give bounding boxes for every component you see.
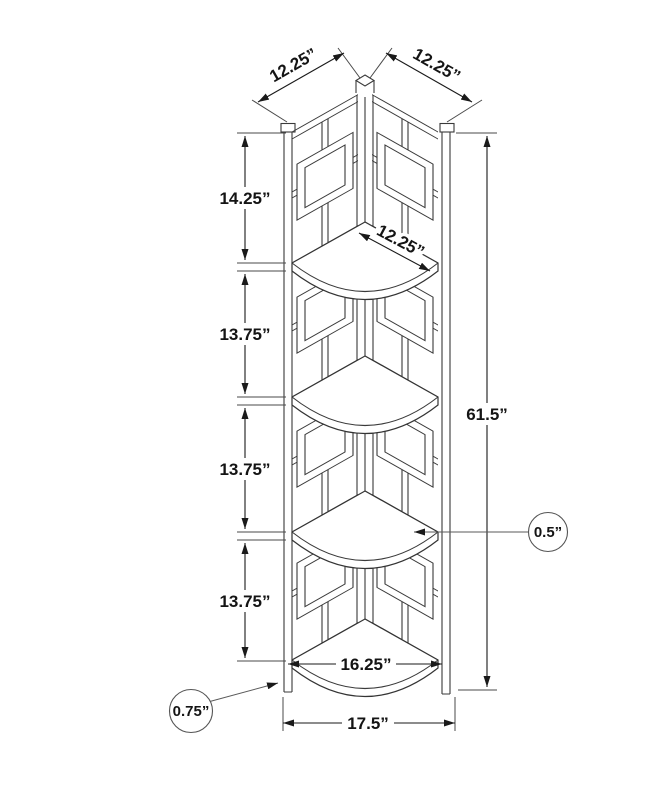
corner-post-cap xyxy=(354,74,376,87)
dim-label-base-width: 17.5” xyxy=(347,714,389,733)
dim-label-shelf-width: 16.25” xyxy=(340,655,391,674)
left-front-post xyxy=(280,122,296,693)
shelf-3 xyxy=(291,490,439,570)
callout-shelf-thickness: 0.5” xyxy=(414,511,569,553)
thickness-callout-circle xyxy=(527,511,569,553)
dim-label-thickness: 0.5” xyxy=(534,524,562,541)
dim-label-section-2: 13.75” xyxy=(219,325,270,344)
dim-label-height: 61.5” xyxy=(466,405,508,424)
dim-label-section-1: 14.25” xyxy=(219,189,270,208)
dim-label-section-4: 13.75” xyxy=(219,592,270,611)
left-post-cap xyxy=(280,122,296,133)
dim-base-width: 17.5” xyxy=(282,697,456,733)
bookcase-structure xyxy=(280,74,455,698)
right-front-post xyxy=(439,122,455,695)
leg-callout-circle xyxy=(168,688,214,734)
dim-label-panel-left: 12.25” xyxy=(266,44,320,86)
dim-shelf-width: 16.25” xyxy=(288,653,442,674)
dim-label-panel-right: 12.25” xyxy=(410,44,464,86)
dim-label-leg: 0.75” xyxy=(173,703,210,720)
dim-overall-height: 61.5” xyxy=(456,132,512,691)
dim-top-left-panel: 12.25” xyxy=(251,44,361,123)
callout-leg: 0.75” xyxy=(168,682,279,734)
dim-left-chain: 14.25” 13.75” 13.75” 13.75” xyxy=(218,132,286,662)
dim-label-section-3: 13.75” xyxy=(219,460,270,479)
right-post-cap xyxy=(439,122,455,133)
